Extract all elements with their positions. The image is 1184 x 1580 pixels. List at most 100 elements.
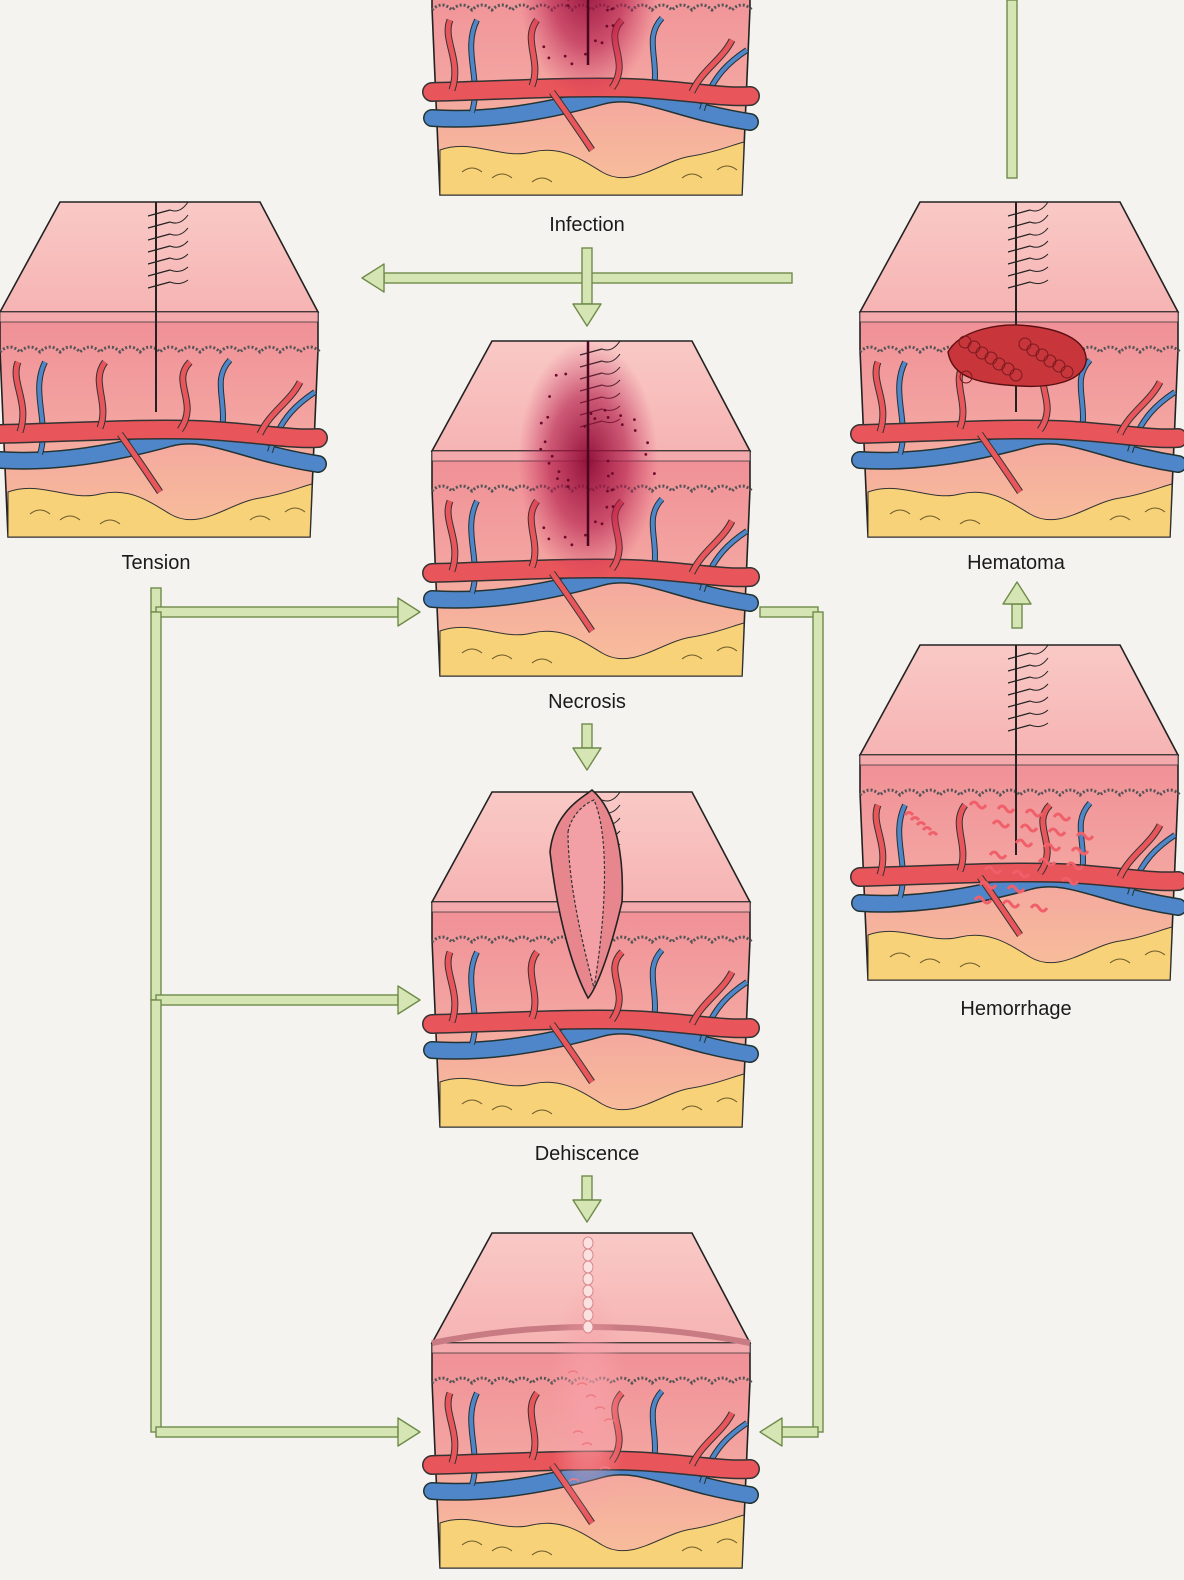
vein-branch xyxy=(897,804,907,898)
edge-tension-to-scar xyxy=(150,999,421,1447)
artery-branch xyxy=(956,803,968,872)
edge-hemorrhage-to-hematoma xyxy=(1002,581,1032,629)
connector-line xyxy=(1011,603,1023,629)
scar-ridge xyxy=(582,1284,594,1298)
suture-stitch xyxy=(1007,652,1031,660)
blood-extravasation xyxy=(1019,823,1039,833)
fat-layer xyxy=(439,1514,745,1569)
basement-membrane xyxy=(430,1376,754,1386)
artery xyxy=(0,420,327,447)
suture-stitch xyxy=(1007,676,1031,684)
connector-line xyxy=(581,247,593,305)
artery-branch xyxy=(445,951,458,1023)
artery-branch xyxy=(549,1022,595,1084)
suture-stitch xyxy=(147,269,171,277)
vein-branch xyxy=(37,361,47,455)
connector-line xyxy=(812,611,824,1433)
arrowhead xyxy=(361,263,385,293)
suture-stitch xyxy=(1007,257,1031,265)
node-dehiscence-illustration xyxy=(422,788,760,1128)
fat-layer xyxy=(867,926,1173,981)
artery-branch xyxy=(528,1391,540,1460)
arrowhead xyxy=(572,303,602,327)
edge-tension-to-dehiscence xyxy=(150,611,421,1015)
basement-membrane xyxy=(430,3,754,13)
blood-extravasation xyxy=(1024,808,1044,818)
connector-line xyxy=(581,723,593,749)
vein-branch xyxy=(469,1392,479,1486)
node-tension-illustration xyxy=(0,201,328,538)
blood-extravasation xyxy=(996,804,1016,814)
node-label-tension: Tension xyxy=(121,552,191,574)
artery-branch xyxy=(177,360,192,432)
artery-branch xyxy=(689,38,735,94)
connector-line xyxy=(155,1426,399,1438)
suture-stitch xyxy=(147,245,171,253)
edge-dehiscence-to-scar xyxy=(572,1175,602,1223)
blood-extravasation xyxy=(1070,846,1090,856)
artery-branch xyxy=(1117,380,1163,436)
blood-extravasation xyxy=(978,880,998,890)
artery xyxy=(851,863,1184,890)
suture-stitch xyxy=(1007,233,1031,241)
edge-necrosis-to-scar xyxy=(759,606,824,1447)
node-label-hematoma: Hematoma xyxy=(967,552,1065,574)
arrowhead xyxy=(1002,581,1032,605)
artery-branch xyxy=(873,361,886,433)
node-infection-illustration xyxy=(422,0,760,196)
connector-line xyxy=(150,999,162,1433)
artery-branch xyxy=(689,1411,735,1467)
node-label-hemorrhage: Hemorrhage xyxy=(960,998,1072,1020)
connector-line xyxy=(781,1426,819,1438)
artery-branch xyxy=(689,970,735,1026)
skin-surface xyxy=(858,644,1180,756)
suture-stitch xyxy=(147,209,171,217)
suture-stitch xyxy=(1007,712,1031,720)
artery-branch xyxy=(96,360,108,429)
fat-layer xyxy=(439,622,745,677)
blood-extravasation xyxy=(983,865,1003,875)
connector-line xyxy=(150,611,162,1001)
arrowhead xyxy=(397,985,421,1015)
basement-membrane xyxy=(858,788,1182,798)
vein-branch xyxy=(469,500,479,594)
scar-ridge xyxy=(582,1320,594,1334)
artery-branch xyxy=(549,90,595,152)
connector-line xyxy=(155,994,399,1006)
blood-extravasation xyxy=(973,895,993,905)
arrowhead xyxy=(759,1417,783,1447)
scar-ridge xyxy=(582,1296,594,1310)
suture-stitch xyxy=(147,281,171,289)
fat-layer xyxy=(439,1073,745,1128)
artery-branch xyxy=(257,380,303,436)
blood-extravasation xyxy=(968,800,988,810)
blood-extravasation xyxy=(1075,831,1095,841)
artery-branch xyxy=(445,500,458,572)
artery-branch xyxy=(609,950,624,1022)
epidermis-layer xyxy=(0,311,319,323)
suture-stitch xyxy=(147,233,171,241)
node-hematoma-illustration xyxy=(850,201,1184,538)
epidermis-layer xyxy=(859,311,1179,323)
blood-extravasation xyxy=(1011,869,1031,879)
blood-extravasation xyxy=(1060,876,1080,886)
artery-branch xyxy=(873,804,886,876)
suture-stitch xyxy=(1007,724,1031,732)
scar-ridge xyxy=(582,1236,594,1250)
artery-branch xyxy=(689,519,735,575)
blood-extravasation xyxy=(1042,842,1062,852)
suture-stitch xyxy=(1007,664,1031,672)
node-label-infection: Infection xyxy=(549,214,625,236)
node-label-dehiscence: Dehiscence xyxy=(534,1143,640,1165)
hematoma-clot xyxy=(947,324,1087,388)
blood-extravasation xyxy=(1037,857,1057,867)
arrowhead xyxy=(572,747,602,771)
suture-stitch xyxy=(1007,269,1031,277)
node-label-necrosis: Necrosis xyxy=(548,691,626,713)
artery-branch xyxy=(117,432,163,494)
arrowhead xyxy=(397,1417,421,1447)
basement-membrane xyxy=(430,484,754,494)
node-scar-illustration xyxy=(422,1232,760,1569)
